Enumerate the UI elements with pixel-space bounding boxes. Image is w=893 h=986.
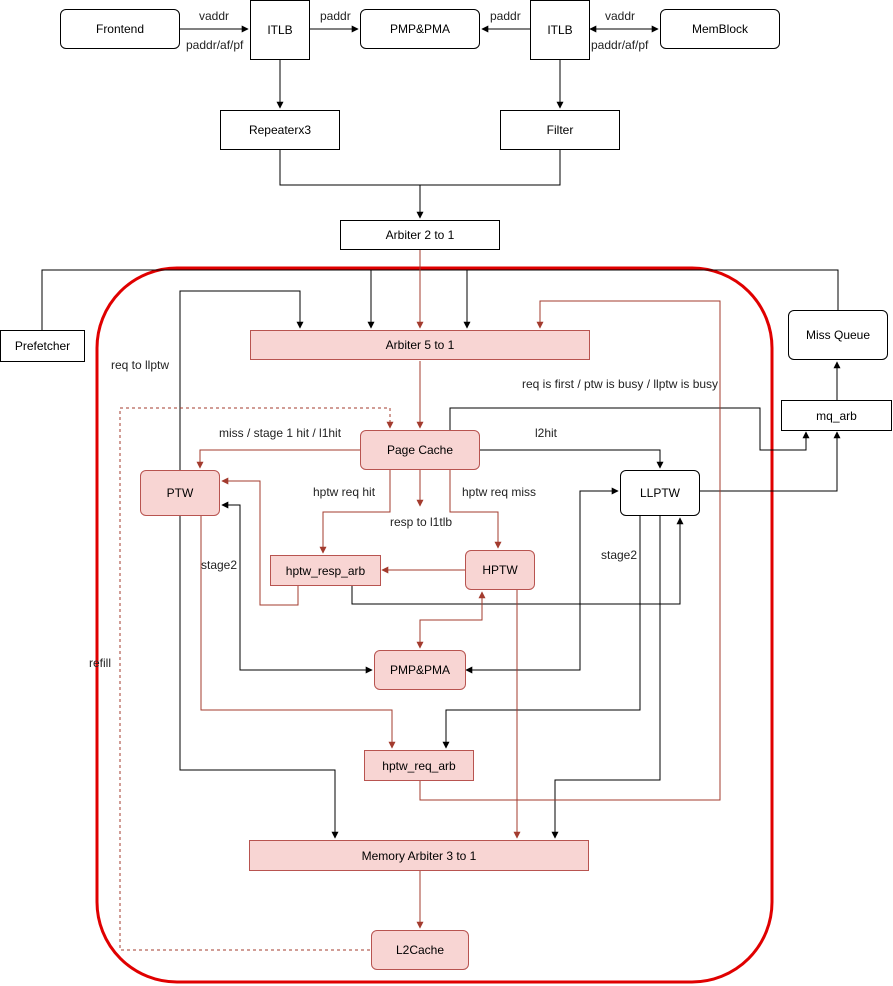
edge-pagecache-llptw — [480, 449, 664, 469]
edge-l2cache-refill — [119, 407, 394, 951]
memblock-node[interactable]: MemBlock — [660, 9, 780, 49]
miss-queue-node[interactable]: Miss Queue — [788, 310, 888, 360]
page-cache-node[interactable]: Page Cache — [360, 430, 480, 470]
edge-ptw-pmp — [221, 501, 373, 674]
edge-hptw-pmp — [416, 591, 486, 649]
edge-resparb-ptw — [221, 477, 299, 606]
label-stage2-right: stage2 — [601, 548, 638, 562]
edge-pagecache-mqarb — [449, 407, 810, 451]
filter-node[interactable]: Filter — [500, 110, 620, 150]
edge-prefetcher-missqueue-bus — [41, 269, 839, 330]
edge-resparb-llptw — [351, 517, 684, 605]
label-miss-stage1: miss / stage 1 hit / l1hit — [219, 426, 342, 440]
itlb-left-node[interactable]: ITLB — [250, 0, 310, 60]
edge-llptw-memarb — [551, 516, 661, 839]
edge-repeater-filter-merge — [279, 150, 561, 186]
edge-pagecache-hptw — [449, 470, 502, 549]
edge-pagecache-ptw — [196, 449, 360, 469]
edge-reqarb-arbiter5 — [419, 300, 721, 801]
label-paddr-af-pf-left: paddr/af/pf — [186, 38, 244, 52]
edge-ptw-reqarb — [200, 516, 396, 749]
edge-ptw-arbiter5 — [179, 290, 304, 470]
label-paddr-right: paddr — [490, 9, 521, 23]
label-req-to-llptw: req to llptw — [111, 358, 170, 372]
edge-llptw-reqarb — [442, 516, 641, 749]
prefetcher-node[interactable]: Prefetcher — [0, 330, 85, 362]
label-resp-to-l1tlb: resp to l1tlb — [390, 515, 453, 529]
edge-ptw-memarb — [179, 516, 339, 839]
label-l2hit: l2hit — [535, 426, 558, 440]
hptw-node[interactable]: HPTW — [465, 550, 535, 590]
edge-pagecache-resparb — [319, 470, 391, 554]
edge-llptw-pmp — [465, 487, 619, 674]
label-paddr-left: paddr — [320, 9, 351, 23]
ptw-node[interactable]: PTW — [140, 470, 220, 516]
l2cache-node[interactable]: L2Cache — [371, 930, 469, 970]
memory-arbiter-node[interactable]: Memory Arbiter 3 to 1 — [249, 840, 589, 871]
llptw-node[interactable]: LLPTW — [620, 470, 700, 516]
hptw-req-arb-node[interactable]: hptw_req_arb — [364, 750, 474, 781]
label-vaddr-right: vaddr — [605, 9, 636, 23]
pmp-top-node[interactable]: PMP&PMA — [360, 9, 480, 49]
label-hptw-req-hit: hptw req hit — [313, 485, 376, 499]
label-hptw-req-miss: hptw req miss — [462, 485, 537, 499]
edge-llptw-mqarb — [700, 431, 841, 492]
label-refill: refill — [89, 656, 112, 670]
mq-arb-node[interactable]: mq_arb — [781, 400, 892, 431]
label-stage2-left: stage2 — [201, 558, 238, 572]
label-req-is-first: req is first / ptw is busy / llptw is bu… — [522, 377, 719, 391]
label-paddr-af-pf-right: paddr/af/pf — [591, 38, 649, 52]
ptw-region-outline — [95, 266, 774, 984]
itlb-right-node[interactable]: ITLB — [530, 0, 590, 60]
label-vaddr-left: vaddr — [199, 9, 230, 23]
arbiter5-node[interactable]: Arbiter 5 to 1 — [250, 330, 590, 360]
frontend-node[interactable]: Frontend — [60, 9, 180, 49]
pmp-inner-node[interactable]: PMP&PMA — [374, 650, 466, 690]
hptw-resp-arb-node[interactable]: hptw_resp_arb — [270, 555, 381, 586]
repeater-node[interactable]: Repeaterx3 — [220, 110, 340, 150]
arbiter2-node[interactable]: Arbiter 2 to 1 — [340, 220, 500, 250]
